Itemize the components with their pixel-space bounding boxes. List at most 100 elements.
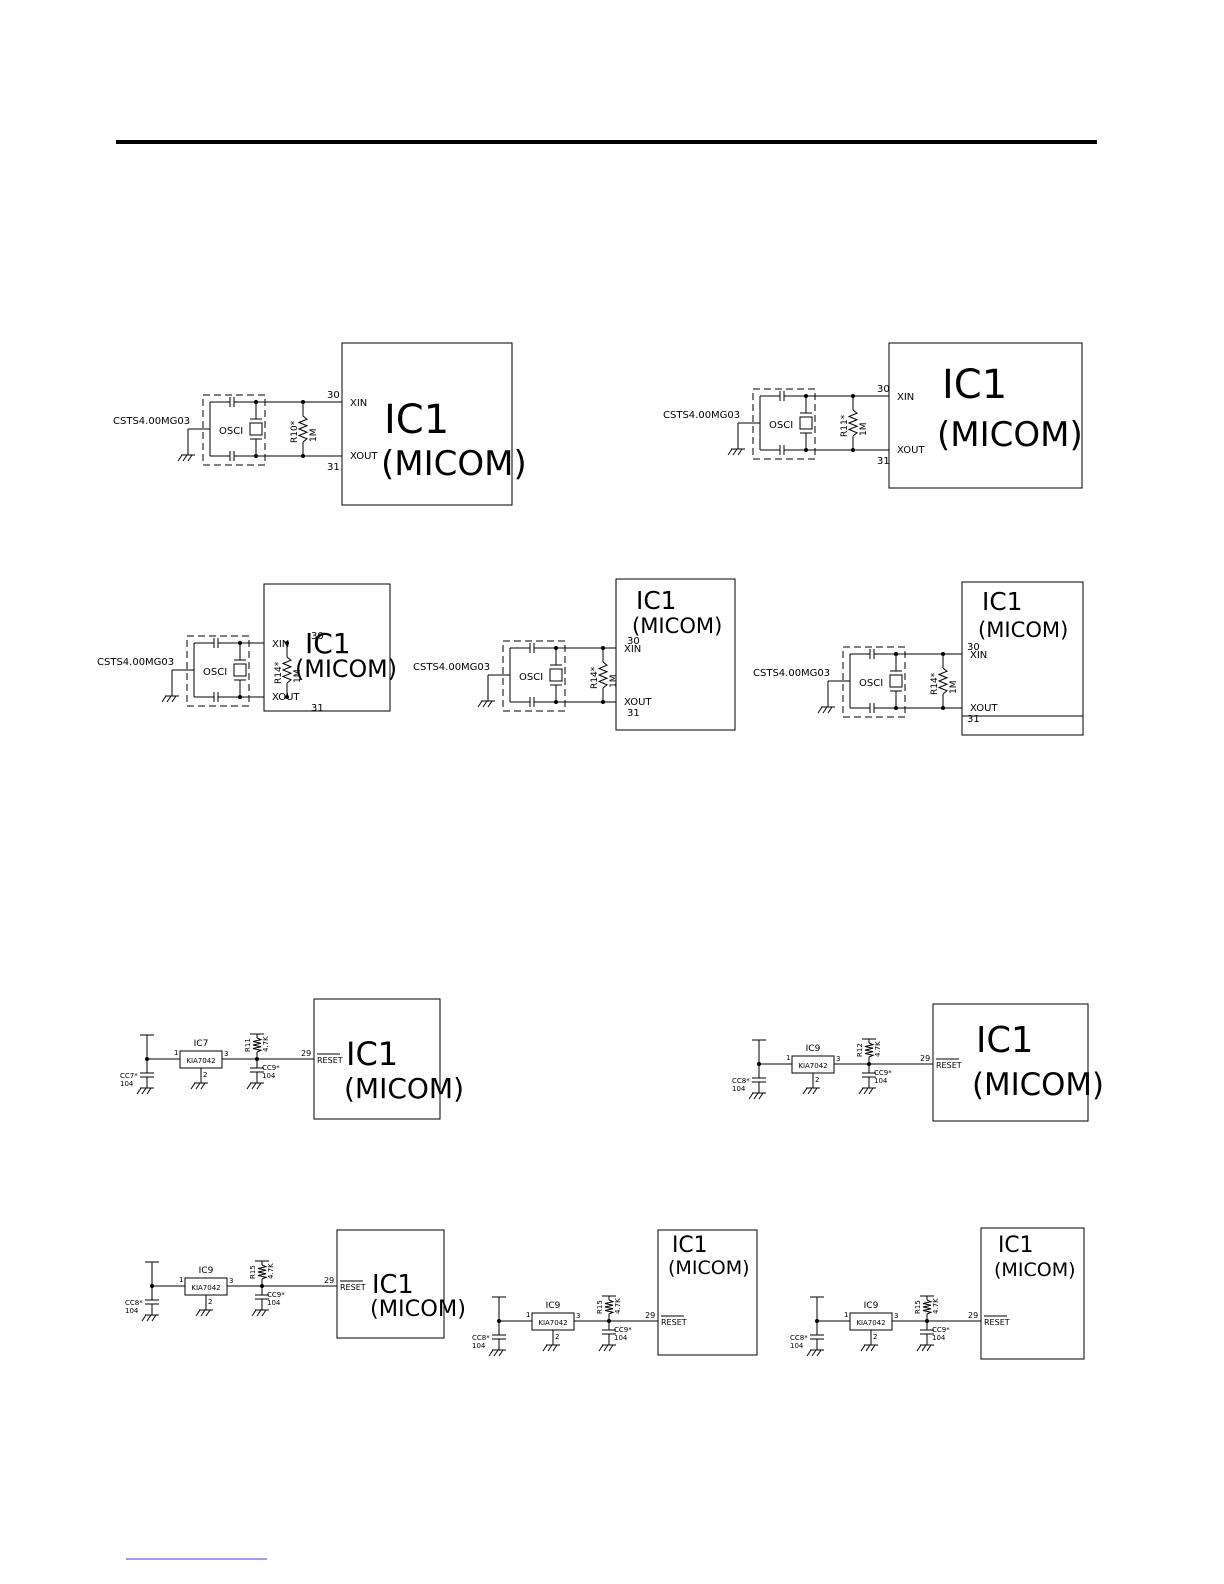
resistor-zigzag <box>922 1299 933 1315</box>
reset-cap-value: 104 <box>267 1299 281 1307</box>
input-cap-ref: CC8* <box>472 1334 490 1342</box>
ic-designator: IC1 <box>372 1270 414 1300</box>
ground-hatch <box>732 448 738 456</box>
resistor-ref: R11 <box>244 1038 252 1052</box>
osc-label: OSCI <box>203 667 227 678</box>
reset-label: RESET <box>984 1318 1010 1327</box>
reset-cap-ref: CC9* <box>932 1326 950 1334</box>
osc-label: OSCI <box>219 426 243 437</box>
ground-hatch <box>251 1309 257 1317</box>
crystal-body <box>799 416 813 430</box>
resistor-value: 1M <box>293 670 303 684</box>
pin-number: 30 <box>627 636 640 647</box>
regulator-pin: 1 <box>526 1311 530 1319</box>
reset-cap-value: 104 <box>932 1334 946 1342</box>
reset-cap-ref: CC9* <box>262 1064 280 1072</box>
ic-micom-box <box>888 342 1083 489</box>
regulator-part: KIA7042 <box>798 1062 827 1070</box>
xout-label: XOUT <box>624 697 652 708</box>
input-cap-value: 104 <box>125 1307 139 1315</box>
reset-cap-ref: CC9* <box>614 1326 632 1334</box>
osc-label: OSCI <box>769 420 793 431</box>
ground-hatch <box>177 454 183 462</box>
ground-hatch <box>753 1092 759 1100</box>
regulator-pin: 1 <box>844 1311 848 1319</box>
regulator-pin: 3 <box>224 1050 228 1058</box>
reset-pin-number: 29 <box>968 1311 978 1320</box>
ground-hatch <box>246 1082 252 1090</box>
regulator-pin: 3 <box>229 1277 233 1285</box>
resistor-ref: R12 <box>856 1043 864 1057</box>
regulator-pin: 2 <box>555 1333 559 1341</box>
ic-designator: IC1 <box>942 362 1007 408</box>
input-cap-ref: CC8* <box>790 1334 808 1342</box>
resistor-value: 1M <box>609 675 619 689</box>
osc-part-number: CSTS4.00MG03 <box>663 410 740 421</box>
header-rule <box>116 140 1097 144</box>
crystal-body <box>549 668 563 682</box>
pin-number: 30 <box>967 642 980 653</box>
regulator-pin: 1 <box>786 1054 790 1062</box>
ground-hatch <box>552 1344 558 1352</box>
pin-number: 30 <box>311 631 324 642</box>
ground-hatch <box>811 1349 817 1357</box>
ground-hatch <box>171 695 177 703</box>
ground-hatch <box>921 1344 927 1352</box>
resistor-zigzag <box>252 1037 263 1053</box>
ground-hatch <box>737 448 743 456</box>
ic-micom-box <box>932 1003 1089 1122</box>
ground-hatch <box>187 454 193 462</box>
resistor-value: 1M <box>859 423 869 437</box>
ground-hatch <box>200 1309 206 1317</box>
ic-designator: IC1 <box>636 586 676 615</box>
resistor-ref: R15 <box>249 1265 257 1279</box>
input-cap-ref: CC8* <box>125 1299 143 1307</box>
ic-micom-box <box>961 581 1084 736</box>
xout-label: XOUT <box>350 451 378 462</box>
ic-function-label: (MICOM) <box>295 655 397 683</box>
ic-micom-box <box>615 578 736 731</box>
ground-hatch <box>608 1344 614 1352</box>
regulator-pin: 3 <box>836 1055 840 1063</box>
ground-hatch <box>817 706 823 714</box>
ic-designator: IC1 <box>672 1233 707 1258</box>
xin-label: XIN <box>350 398 367 409</box>
ground-hatch <box>860 1344 866 1352</box>
ground-hatch <box>812 1087 818 1095</box>
ground-hatch <box>806 1349 812 1357</box>
osc-label: OSCI <box>519 672 543 683</box>
regulator-ref: IC7 <box>194 1039 209 1049</box>
ground-hatch <box>256 1082 262 1090</box>
resistor-zigzag <box>257 1264 268 1280</box>
crystal-body <box>249 422 263 436</box>
input-cap-value: 104 <box>732 1085 746 1093</box>
xout-label: XOUT <box>272 692 300 703</box>
reset-pin-number: 29 <box>920 1054 930 1063</box>
reset-pin-number: 29 <box>645 1311 655 1320</box>
ic-designator: IC1 <box>384 397 449 443</box>
ground-hatch <box>182 454 188 462</box>
osc-part-number: CSTS4.00MG03 <box>97 657 174 668</box>
resistor-zigzag <box>847 409 859 437</box>
resistor-ref: R15 <box>914 1300 922 1314</box>
resistor-value: 4.7K <box>262 1036 270 1052</box>
resistor-zigzag <box>597 661 609 689</box>
reset-label: RESET <box>340 1283 366 1292</box>
ic-function-label: (MICOM) <box>381 444 527 484</box>
xout-label: XOUT <box>897 445 925 456</box>
resistor-value: 1M <box>309 429 319 443</box>
input-cap-ref: CC8* <box>732 1077 750 1085</box>
ground-hatch <box>205 1309 211 1317</box>
ground-hatch <box>603 1344 609 1352</box>
ground-hatch <box>151 1314 157 1322</box>
resistor-zigzag <box>281 656 293 684</box>
ground-hatch <box>146 1314 152 1322</box>
resistor-zigzag <box>864 1042 875 1058</box>
ground-hatch <box>727 448 733 456</box>
